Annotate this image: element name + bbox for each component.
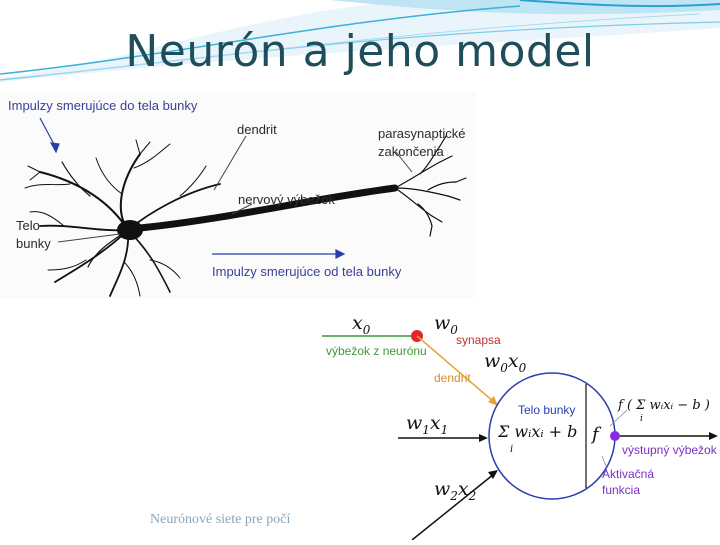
sum-expression: Σ wᵢxᵢ + b (498, 422, 578, 441)
activation-f-symbol: f (592, 424, 599, 445)
parasynaptic-label-line1: parasynaptické (378, 126, 466, 141)
weight-w0: w0 (434, 312, 458, 337)
product-w1x1: w1x1 (406, 412, 449, 437)
slide-footer: Neurónové siete pre počí (150, 512, 291, 527)
activation-expression: f ( Σ wᵢxᵢ − b ) (618, 398, 710, 413)
output-axon-label: výstupný výbežok (622, 443, 717, 457)
cell-body-model-label: Telo bunky (518, 403, 576, 417)
sum-index: i (510, 444, 514, 455)
activation-function-label-line2: funkcia (602, 483, 641, 497)
activation-expression-index: i (640, 414, 643, 424)
output-dot (610, 431, 620, 441)
artificial-neuron-model-figure: x0 w0 synapsa výbežok z neurónu w0x0 den… (322, 306, 720, 541)
activation-function-label-line1: Aktivačná (602, 467, 655, 481)
impulses-out-label: Impulzy smerujúce od tela bunky (212, 264, 402, 279)
slide-title: Neurón a jeho model (125, 26, 595, 77)
cell-body-label-line1: Telo (16, 218, 40, 233)
axon-from-neuron-label: výbežok z neurónu (326, 344, 427, 358)
dendrite-line (416, 335, 495, 403)
neuron-model-drawing (322, 330, 718, 541)
dendrit-label: dendrit (237, 122, 277, 137)
neuron-drawing (24, 117, 467, 297)
dendrit-model-label: dendrit (434, 371, 471, 385)
biological-neuron-figure: Impulzy smerujúce do tela bunky dendrit … (0, 92, 476, 298)
synapse-label: synapsa (456, 333, 501, 347)
input-x0: x0 (352, 312, 371, 337)
header-swoosh-decoration (0, 0, 720, 82)
product-w0x0: w0x0 (484, 350, 527, 375)
nerve-process-label: nervový výbežok (238, 192, 335, 207)
input-w2x2-arrow (411, 473, 495, 541)
impulses-in-label: Impulzy smerujúce do tela bunky (8, 98, 198, 113)
product-w2x2: w2x2 (434, 478, 477, 503)
parasynaptic-label-line2: zakončenia (378, 144, 444, 159)
cell-body-label-line2: bunky (16, 236, 51, 251)
